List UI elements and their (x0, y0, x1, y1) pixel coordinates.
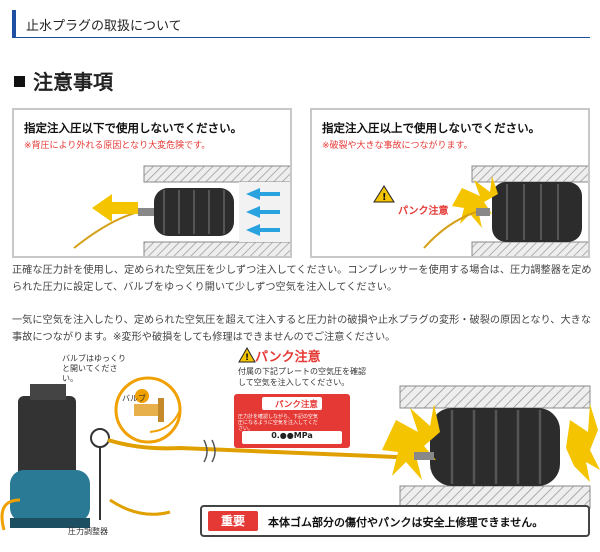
plate-text-line: 圧力計を確認しながら、下記の空気 (238, 414, 319, 420)
panel-title: 指定注入圧以下で使用しないでください。 (24, 121, 243, 135)
warning-panel-over-pressure: 指定注入圧以上で使用しないでください。 ※破裂や大きな事故につながります。 ! … (310, 108, 590, 258)
important-tag: 重要 (208, 511, 258, 531)
svg-text:!: ! (245, 353, 249, 363)
panel-title: 指定注入圧以上で使用しないでください。 (322, 121, 541, 135)
svg-text:!: ! (382, 192, 387, 203)
page-header: 止水プラグの取扱について (12, 10, 590, 38)
burst-alert-label: パンク注意 (398, 206, 449, 217)
warning-panel-under-pressure: 指定注入圧以下で使用しないでください。 ※背圧により外れる原因となり大変危険です… (12, 108, 292, 258)
plate-badge: パンク注意 (262, 397, 322, 410)
section-heading: 注意事項 (14, 66, 113, 95)
valve-note: バルブはゆっくりと開いてください。 (62, 354, 126, 383)
important-notice: 重要 本体ゴム部分の傷付やパンクは安全上修理できません。 (200, 505, 590, 537)
plate-text-line: 圧になるように空気を注入してくだ (238, 420, 318, 426)
plate-pressure-value: 0.●●MPa (242, 431, 342, 444)
section-title: 注意事項 (33, 70, 113, 94)
instruction-paragraph-1: 正確な圧力計を使用し、定められた空気圧を少しずつ注入してください。コンプレッサー… (12, 265, 592, 293)
valve-label: バルブ (122, 394, 146, 403)
instruction-paragraph-2: 一気に空気を注入したり、定められた空気圧を超えて注入すると圧力計の破損や止水プラ… (12, 315, 592, 343)
plug-slipping-illustration (73, 165, 290, 256)
puncture-warning-desc: 付属の下記プレートの空気圧を確認して空気を注入してください。 (238, 367, 366, 387)
panel-subtitle: ※破裂や大きな事故につながります。 (322, 141, 473, 151)
regulator-label: 圧力調整器 (68, 527, 108, 536)
plate-text-line: さい。 (238, 426, 254, 432)
plug-burst-illustration: ! (373, 165, 588, 256)
page-title: 止水プラグの取扱について (26, 19, 182, 34)
plate-title: パンク注意 (275, 400, 318, 410)
important-message: 本体ゴム部分の傷付やパンクは安全上修理できません。 (268, 516, 544, 529)
pressure-plate: パンク注意 圧力計を確認しながら、下記の空気 圧になるように空気を注入してくだ … (234, 394, 350, 448)
square-bullet-icon (14, 76, 25, 87)
panel-subtitle: ※背圧により外れる原因となり大変危険です。 (24, 141, 211, 151)
puncture-warning-title: パンク注意 (255, 350, 321, 365)
